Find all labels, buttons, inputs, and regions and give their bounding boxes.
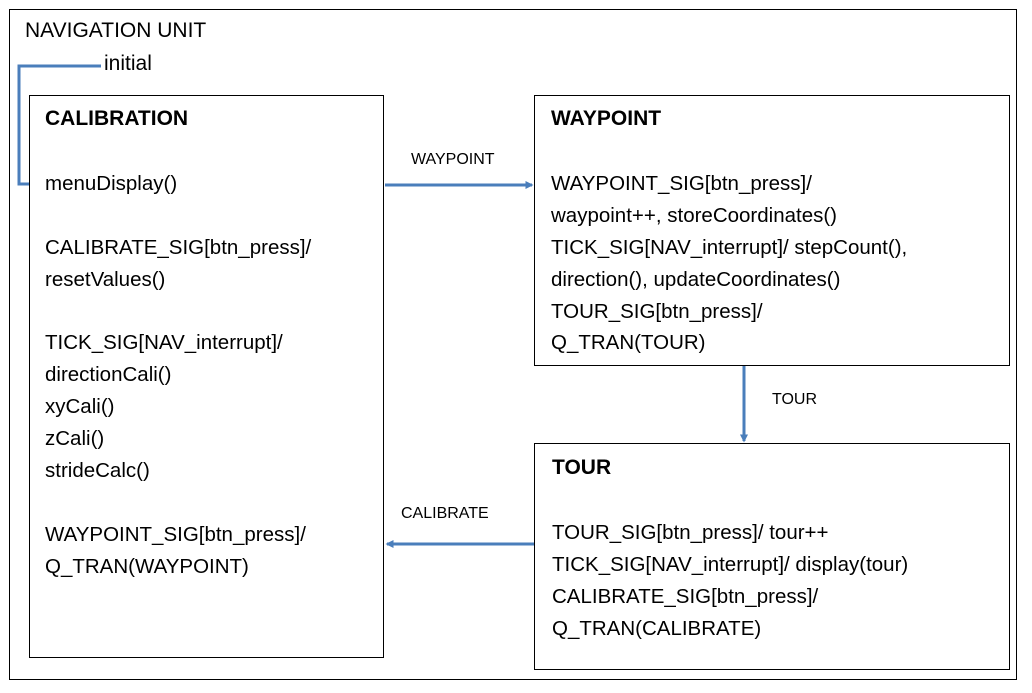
calibration-line: xyCali() [45,395,115,418]
calibration-line: menuDisplay() [45,172,178,195]
waypoint-line: TOUR_SIG[btn_press]/ [551,300,763,323]
waypoint-line: TICK_SIG[NAV_interrupt]/ stepCount(), [551,236,908,259]
tour-state: TOUR TOUR_SIG[btn_press]/ tour++ TICK_SI… [534,443,1010,670]
calibration-state-name: CALIBRATION [45,107,189,130]
calibration-line: TICK_SIG[NAV_interrupt]/ [45,331,283,354]
calibration-state: CALIBRATION menuDisplay() CALIBRATE_SIG[… [29,95,384,658]
calibration-line: Q_TRAN(WAYPOINT) [45,555,249,578]
navigation-unit-frame [9,9,1017,680]
waypoint-line: WAYPOINT_SIG[btn_press]/ [551,172,812,195]
waypoint-state: WAYPOINT WAYPOINT_SIG[btn_press]/ waypoi… [534,95,1010,366]
tour-line: TICK_SIG[NAV_interrupt]/ display(tour) [552,553,909,576]
initial-label: initial [104,52,152,75]
tour-state-name: TOUR [552,456,612,479]
tour-line: TOUR_SIG[btn_press]/ tour++ [552,521,829,544]
waypoint-state-name: WAYPOINT [551,107,662,130]
waypoint-line: Q_TRAN(TOUR) [551,331,706,354]
calibration-line: WAYPOINT_SIG[btn_press]/ [45,523,306,546]
waypoint-transition-label: WAYPOINT [411,151,495,168]
waypoint-line: direction(), updateCoordinates() [551,268,841,291]
diagram-title: NAVIGATION UNIT [25,19,207,42]
calibrate-transition-label: CALIBRATE [401,505,489,522]
tour-line: Q_TRAN(CALIBRATE) [552,617,762,640]
calibration-line: strideCalc() [45,459,150,482]
calibration-line: directionCali() [45,363,172,386]
calibration-line: CALIBRATE_SIG[btn_press]/ [45,236,312,259]
tour-line: CALIBRATE_SIG[btn_press]/ [552,585,819,608]
tour-transition-label: TOUR [772,391,818,408]
calibration-line: resetValues() [45,268,166,291]
calibration-line: zCali() [45,427,105,450]
waypoint-line: waypoint++, storeCoordinates() [551,204,838,227]
